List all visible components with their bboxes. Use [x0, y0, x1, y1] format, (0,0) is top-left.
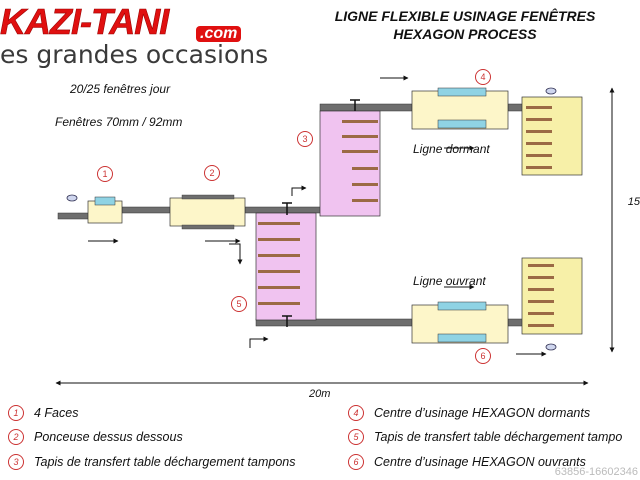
legend-item-6: 6 Centre d’usinage HEXAGON ouvrants — [348, 454, 586, 470]
legend-text-6: Centre d’usinage HEXAGON ouvrants — [374, 455, 586, 469]
logo-domain: .com — [196, 26, 242, 42]
operator-icon-left — [66, 194, 78, 202]
flow-arrow-down-5 — [229, 243, 243, 265]
conveyor-6-exit — [507, 318, 525, 327]
dimension-width-label: 15 — [627, 196, 640, 208]
unload-table-ouvrants — [521, 257, 583, 335]
machine-hexagon-ouvrants-slot-top — [437, 301, 487, 311]
machine-hexagon-ouvrants-slot-bottom — [437, 333, 487, 343]
legend-badge-6: 6 — [348, 454, 364, 470]
conveyor-4-exit — [507, 103, 525, 112]
conveyor-infeed — [57, 212, 91, 220]
watermark-id: 63856-16602346 — [554, 466, 638, 478]
badge-6: 6 — [475, 348, 491, 364]
machine-ponceuse — [169, 197, 246, 227]
flow-arrow-up-3 — [291, 185, 307, 196]
badge-1: 1 — [97, 166, 113, 182]
badge-2: 2 — [204, 165, 220, 181]
legend-text-5: Tapis de transfert table déchargement ta… — [374, 430, 623, 444]
transfer-table-3 — [319, 110, 381, 217]
machine-4-faces-slot — [94, 196, 116, 206]
diagram-title-line1: LIGNE FLEXIBLE USINAGE FENÊTRES — [334, 8, 596, 24]
legend-badge-1: 1 — [8, 405, 24, 421]
legend-text-1: 4 Faces — [34, 406, 79, 420]
legend-badge-5: 5 — [348, 429, 364, 445]
conveyor-to-4 — [319, 103, 413, 112]
machine-ponceuse-bottom — [181, 224, 235, 230]
operator-icon-bottom — [545, 343, 557, 351]
legend-item-1: 1 4 Faces — [8, 405, 78, 421]
diagram-title-line2: HEXAGON PROCESS — [393, 26, 537, 42]
flow-arrow-out-5 — [249, 336, 269, 348]
label-ligne-dormant: Ligne dormant — [413, 142, 490, 156]
operator-icon-top — [545, 87, 557, 95]
legend-item-4: 4 Centre d’usinage HEXAGON dormants — [348, 405, 590, 421]
legend-badge-3: 3 — [8, 454, 24, 470]
conveyor-2-5 — [244, 206, 326, 214]
badge-4: 4 — [475, 69, 491, 85]
legend-badge-4: 4 — [348, 405, 364, 421]
badge-3: 3 — [297, 131, 313, 147]
operator-icons — [66, 87, 557, 351]
logo-brand: KAZI-TANI — [0, 1, 170, 42]
logo-tagline: es grandes occasions — [0, 40, 269, 69]
legend-text-3: Tapis de transfert table déchargement ta… — [34, 455, 296, 469]
legend-item-5: 5 Tapis de transfert table déchargement … — [348, 429, 640, 445]
machine-ponceuse-top — [181, 194, 235, 200]
legend-badge-2: 2 — [8, 429, 24, 445]
legend-text-4: Centre d’usinage HEXAGON dormants — [374, 406, 591, 420]
machine-hexagon-dormants-slot-top — [437, 87, 487, 97]
unload-table-dormants — [521, 96, 583, 176]
legend-text-2: Ponceuse dessus dessous — [34, 430, 183, 444]
machine-hexagon-dormants-slot-bottom — [437, 119, 487, 129]
label-ligne-ouvrant: Ligne ouvrant — [413, 274, 486, 288]
legend-item-2: 2 Ponceuse dessus dessous — [8, 429, 183, 445]
capacity-note: 20/25 fenêtres jour — [70, 82, 171, 96]
dimension-length-label: 20m — [309, 388, 331, 400]
sizes-note: Fenêtres 70mm / 92mm — [55, 115, 183, 129]
conveyor-1-2 — [121, 206, 171, 214]
legend-item-3: 3 Tapis de transfert table déchargement … — [8, 454, 296, 470]
badge-5: 5 — [231, 296, 247, 312]
